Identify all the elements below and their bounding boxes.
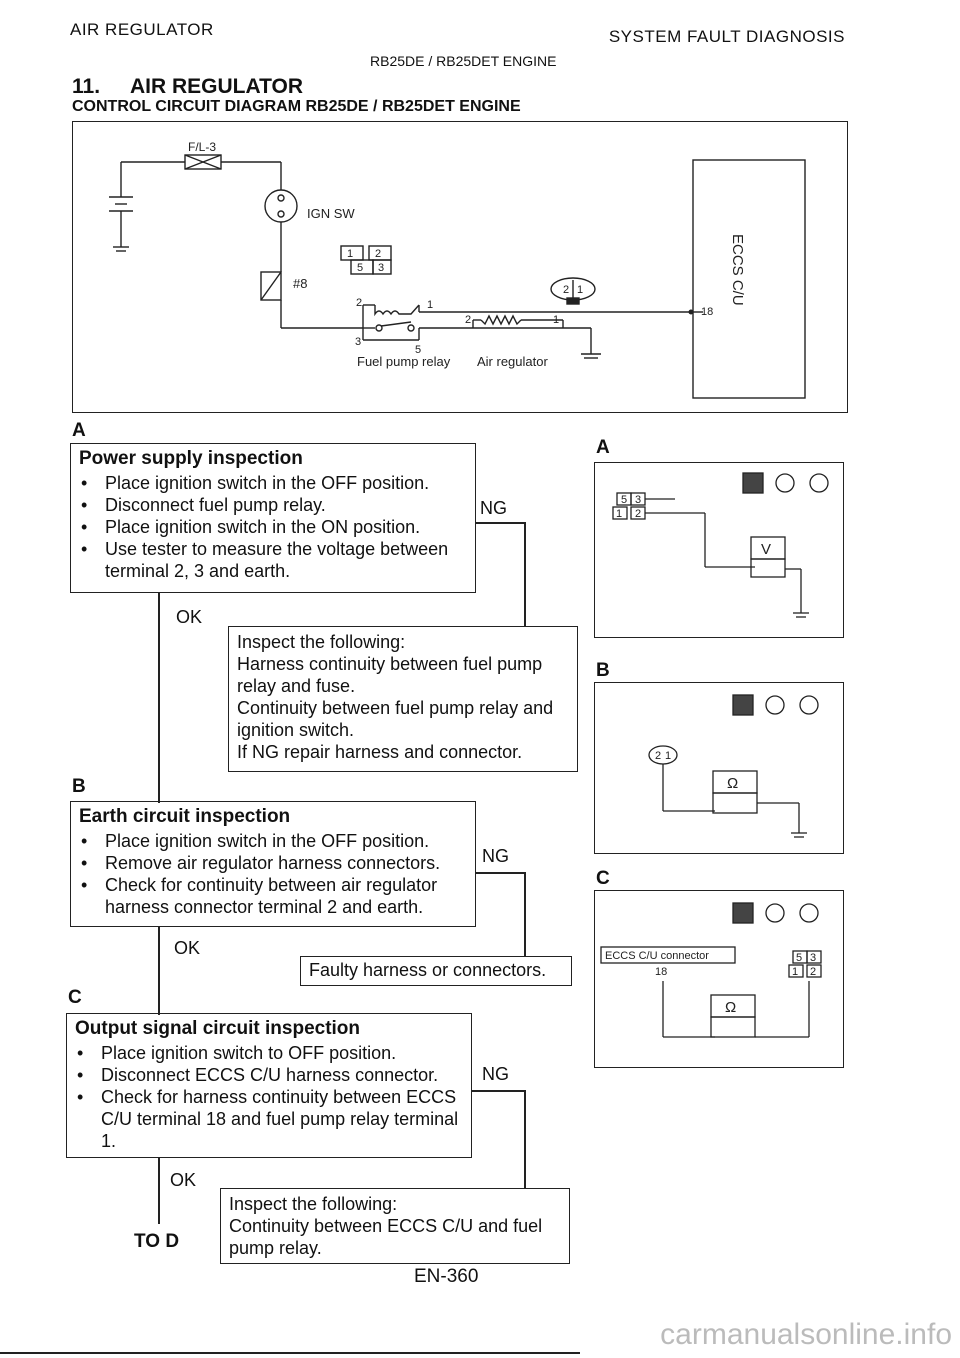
output-signal-box: Output signal circuit inspection Place i… [66,1013,472,1158]
faulty-harness-box: Faulty harness or connectors. [300,956,572,986]
side-c-pin-1: 1 [792,966,798,978]
faulty-harness-text: Faulty harness or connectors. [309,960,547,980]
ng-a: NG [480,498,507,518]
conn-pin-2: 2 [563,284,569,296]
to-d-label: TO D [134,1231,180,1252]
relay-pin-3: 3 [378,262,384,274]
ok-a: OK [176,607,203,627]
air-regulator-label: Air regulator [477,354,548,369]
ok-b-vline [158,927,160,1015]
reg-terminal-1: 1 [553,314,559,326]
side-c-pin-3: 3 [810,952,816,964]
side-b-label: B [596,660,610,681]
ecu-label: ECCS C/U [729,234,746,306]
header-left: AIR REGULATOR [70,20,214,39]
earth-step-3: Check for continuity between air regulat… [79,874,467,918]
relay-terminal-1: 1 [427,299,433,311]
side-b-frame: 2 1 Ω [594,682,844,854]
relay-terminal-5: 5 [415,344,421,356]
output-step-3: Check for harness continuity between ECC… [75,1086,463,1152]
relay-terminal-3: 3 [355,336,361,348]
ecu-pin-18: 18 [701,306,713,318]
header-right: SYSTEM FAULT DIAGNOSIS [608,27,845,46]
relay-terminal-2: 2 [356,297,362,309]
reg-terminal-2: 2 [465,314,471,326]
relay-pin-1: 1 [347,248,353,260]
earth-step-2: Remove air regulator harness connectors. [79,852,467,874]
section-number: 11. [72,75,101,98]
power-step-3: Place ignition switch in the ON position… [79,516,467,538]
fuse-label: F/L-3 [188,140,216,154]
ok-a-vline [158,593,160,803]
side-a-label: A [596,437,610,458]
power-step-2: Disconnect fuel pump relay. [79,494,467,516]
side-a-pin-1: 1 [616,508,622,520]
power-step-1: Place ignition switch in the OFF positio… [79,472,467,494]
side-b-ohmmeter: Ω [727,775,738,792]
ng-a-vline [524,522,526,626]
relay-pin-2: 2 [375,248,381,260]
fuse8-label: #8 [293,276,307,291]
inspect-a-box: Inspect the following: Harness continuit… [228,626,578,772]
side-a-pin-2: 2 [635,508,641,520]
side-c-pin-5: 5 [796,952,802,964]
output-step-2: Disconnect ECCS C/U harness connector. [75,1064,463,1086]
side-c-frame: ECCS C/U connector 18 5 3 1 2 Ω [594,890,844,1068]
flow-c-label: C [68,987,82,1008]
side-a-pin-5: 5 [621,494,627,506]
inspect-c-1: Inspect the following: [229,1194,398,1214]
conn-pin-1: 1 [577,284,583,296]
inspect-a-3: Continuity between fuel pump relay and i… [237,698,554,740]
ng-b-vline [524,872,526,956]
fuel-pump-relay-label: Fuel pump relay [357,354,451,369]
header-sub: RB25DE / RB25DET ENGINE [370,53,557,69]
ng-c: NG [482,1064,509,1084]
earth-step-1: Place ignition switch in the OFF positio… [79,830,467,852]
ok-b: OK [174,938,201,958]
power-step-4: Use tester to measure the voltage betwee… [79,538,467,582]
side-b-pin-2: 2 [655,750,661,762]
side-c-diagram: ECCS C/U connector 18 5 3 1 2 Ω [600,902,822,1038]
ng-a-hline [476,522,524,524]
side-a-diagram: 5 3 1 2 V [612,472,829,618]
flow-a-label: A [72,420,86,441]
section-title: AIR REGULATOR [130,75,304,98]
flow-b-label: B [72,776,86,797]
ok-c-vline [158,1158,160,1224]
power-supply-title: Power supply inspection [79,448,303,469]
relay-pin-5: 5 [357,262,363,274]
ng-b: NG [482,846,509,866]
side-a-pin-3: 3 [635,494,641,506]
side-a-voltmeter: V [761,541,771,558]
inspect-c-box: Inspect the following: Continuity betwee… [220,1188,570,1264]
side-c-pin-2: 2 [810,966,816,978]
ign-sw-label: IGN SW [307,206,355,221]
inspect-c-2: Continuity between ECCS C/U and fuel pum… [229,1216,543,1258]
footer-rule [0,1352,580,1354]
circuit-diagram: F/L-3 IGN SW #8 1 2 5 3 2 1 2 1 3 5 2 1 … [109,140,806,399]
circuit-diagram-frame: F/L-3 IGN SW #8 1 2 5 3 2 1 2 1 3 5 2 1 … [72,121,848,413]
side-c-label: C [596,868,610,889]
inspect-a-4: If NG repair harness and connector. [237,742,523,762]
watermark: carmanualsonline.info [660,1318,952,1351]
page-number: EN-360 [414,1266,479,1287]
ok-c: OK [170,1170,197,1190]
ng-c-vline [524,1090,526,1188]
side-b-pin-1: 1 [665,750,671,762]
inspect-a-2: Harness continuity between fuel pump rel… [237,654,543,696]
side-b-diagram: 2 1 Ω [648,694,819,838]
earth-circuit-box: Earth circuit inspection Place ignition … [70,801,476,927]
ng-c-hline [472,1090,524,1092]
ng-b-hline [476,872,524,874]
output-signal-title: Output signal circuit inspection [75,1018,361,1039]
power-supply-box: Power supply inspection Place ignition s… [70,443,476,593]
side-c-ohmmeter: Ω [725,999,736,1016]
section-subtitle: CONTROL CIRCUIT DIAGRAM RB25DE / RB25DET… [72,98,521,115]
side-a-frame: 5 3 1 2 V [594,462,844,638]
earth-circuit-title: Earth circuit inspection [79,806,291,827]
side-c-conn-label: ECCS C/U connector [605,950,709,962]
side-c-pin-18: 18 [655,966,667,978]
inspect-a-1: Inspect the following: [237,632,406,652]
output-step-1: Place ignition switch to OFF position. [75,1042,463,1064]
